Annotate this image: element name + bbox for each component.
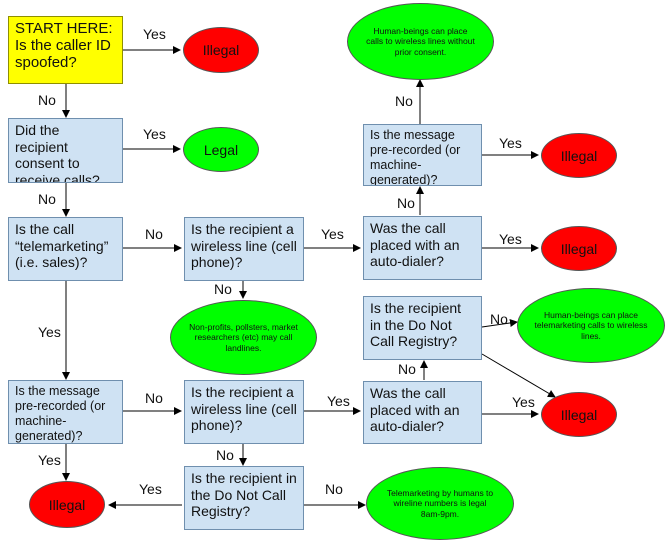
telemarketing-question-box: Is the call “telemarketing” (i.e. sales)… <box>8 217 123 281</box>
start-question-box: START HERE: Is the caller ID spoofed? <box>8 16 123 84</box>
arrow-dnc-right-to-illegal <box>481 353 556 398</box>
edge-label-consent-yes: Yes <box>143 126 166 142</box>
edge-label-wireless-bottom-no: No <box>216 447 234 463</box>
edge-label-dnc-bottom-no: No <box>325 481 343 497</box>
edge-label-consent-no: No <box>38 191 56 207</box>
human-telemarketing-label: Human-beings can place telemarketing cal… <box>534 309 648 341</box>
dnc-bottom-question-box: Is the recipient in the Do Not Call Regi… <box>184 466 304 530</box>
edge-label-dnc-bottom-yes: Yes <box>139 481 162 497</box>
wireless-bottom-question-box: Is the recipient a wireless line (cell p… <box>184 380 304 444</box>
prerecorded-sales-question-box: Is the message pre-recorded (or machine-… <box>8 380 123 444</box>
human-wireless-oval: Human-beings can place calls to wireless… <box>347 3 494 80</box>
illegal-prerecorded-sales-oval: Illegal <box>29 481 105 528</box>
illegal-autodialer-bottom-oval: Illegal <box>541 392 617 437</box>
edge-label-autodialer-top-no: No <box>397 195 415 211</box>
illegal-spoofed-label: Illegal <box>202 42 240 58</box>
illegal-prerecorded-top-label: Illegal <box>560 147 598 164</box>
edge-label-wireless-top-yes: Yes <box>321 226 344 242</box>
autodialer-bottom-question-box: Was the call placed with an auto-dialer? <box>363 381 482 444</box>
edge-label-dnc-right-no: No <box>490 311 508 327</box>
illegal-prerecorded-top-oval: Illegal <box>541 133 617 178</box>
edge-label-autodialer-bottom-yes: Yes <box>512 394 535 410</box>
edge-label-wireless-bottom-yes: Yes <box>327 393 350 409</box>
wireless-top-question-box: Is the recipient a wireless line (cell p… <box>184 217 304 281</box>
human-telemarketing-oval: Human-beings can place telemarketing cal… <box>517 288 665 363</box>
nonprofits-landlines-label: Non-profits, pollsters, market researche… <box>189 321 298 353</box>
autodialer-top-question-box: Was the call placed with an auto-dialer? <box>363 216 482 280</box>
telemarketing-wireline-oval: Telemarketing by humans to wireline numb… <box>366 467 514 540</box>
edge-label-prerecorded-top-yes: Yes <box>499 135 522 151</box>
edge-label-autodialer-bottom-no: No <box>398 361 416 377</box>
edge-label-wireless-top-no: No <box>214 281 232 297</box>
telemarketing-wireline-label: Telemarketing by humans to wireline numb… <box>386 487 494 519</box>
edge-label-autodialer-top-yes: Yes <box>499 231 522 247</box>
consent-question-box: Did the recipient consent to receive cal… <box>8 118 123 183</box>
legal-consent-oval: Legal <box>183 127 259 172</box>
illegal-spoofed-oval: Illegal <box>183 27 259 73</box>
edge-label-prerecorded-sales-no: No <box>145 390 163 406</box>
edge-label-prerecorded-sales-yes: Yes <box>38 452 61 468</box>
nonprofits-landlines-oval: Non-profits, pollsters, market researche… <box>170 300 317 375</box>
arrow-dnc-right-to-human-telemarketing <box>481 319 518 328</box>
legal-consent-label: Legal <box>203 141 239 158</box>
illegal-autodialer-top-label: Illegal <box>560 240 598 257</box>
human-wireless-label: Human-beings can place calls to wireless… <box>366 25 475 57</box>
edge-label-tele-no: No <box>145 226 163 242</box>
dnc-right-question-box: Is the recipient in the Do Not Call Regi… <box>363 296 482 360</box>
illegal-autodialer-bottom-label: Illegal <box>560 406 598 423</box>
edge-label-start-no: No <box>38 92 56 108</box>
edge-label-start-yes: Yes <box>143 26 166 42</box>
illegal-autodialer-top-oval: Illegal <box>541 226 617 271</box>
illegal-prerecorded-sales-label: Illegal <box>48 496 86 513</box>
edge-label-tele-yes: Yes <box>38 324 61 340</box>
edge-label-prerecorded-top-no: No <box>395 93 413 109</box>
prerecorded-top-question-box: Is the message pre-recorded (or machine-… <box>363 124 482 186</box>
